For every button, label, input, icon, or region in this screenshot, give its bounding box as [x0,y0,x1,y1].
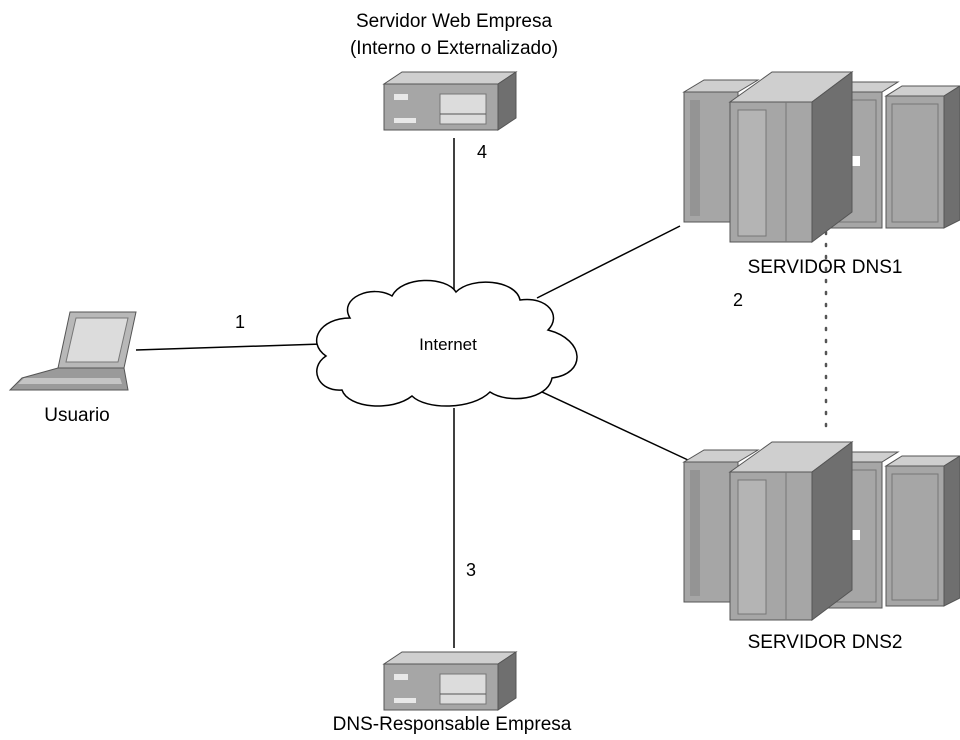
edge-label-4: 4 [477,142,488,162]
edge-label-2: 2 [733,290,744,310]
web-server-label-line2: (Interno o Externalizado) [349,38,559,59]
dns-responsible-server-icon [382,651,518,711]
link-user-internet [135,343,323,351]
internet-cloud [315,279,578,407]
dns-responsible-label: DNS-Responsable Empresa [332,714,572,735]
dns2-server-cluster-icon [682,441,960,621]
internet-label: Internet [419,335,477,354]
link-internet-dns1 [536,225,681,299]
edge-label-1: 1 [235,312,246,332]
edge-label-3: 3 [466,560,477,580]
dns2-label: SERVIDOR DNS2 [747,632,903,653]
laptop-icon [8,311,137,391]
dns1-server-cluster-icon [682,71,960,243]
web-server-label-line1: Servidor Web Empresa [355,11,553,32]
dns1-label: SERVIDOR DNS1 [747,257,903,278]
user-label: Usuario [44,405,110,426]
web-server-icon [382,71,518,131]
